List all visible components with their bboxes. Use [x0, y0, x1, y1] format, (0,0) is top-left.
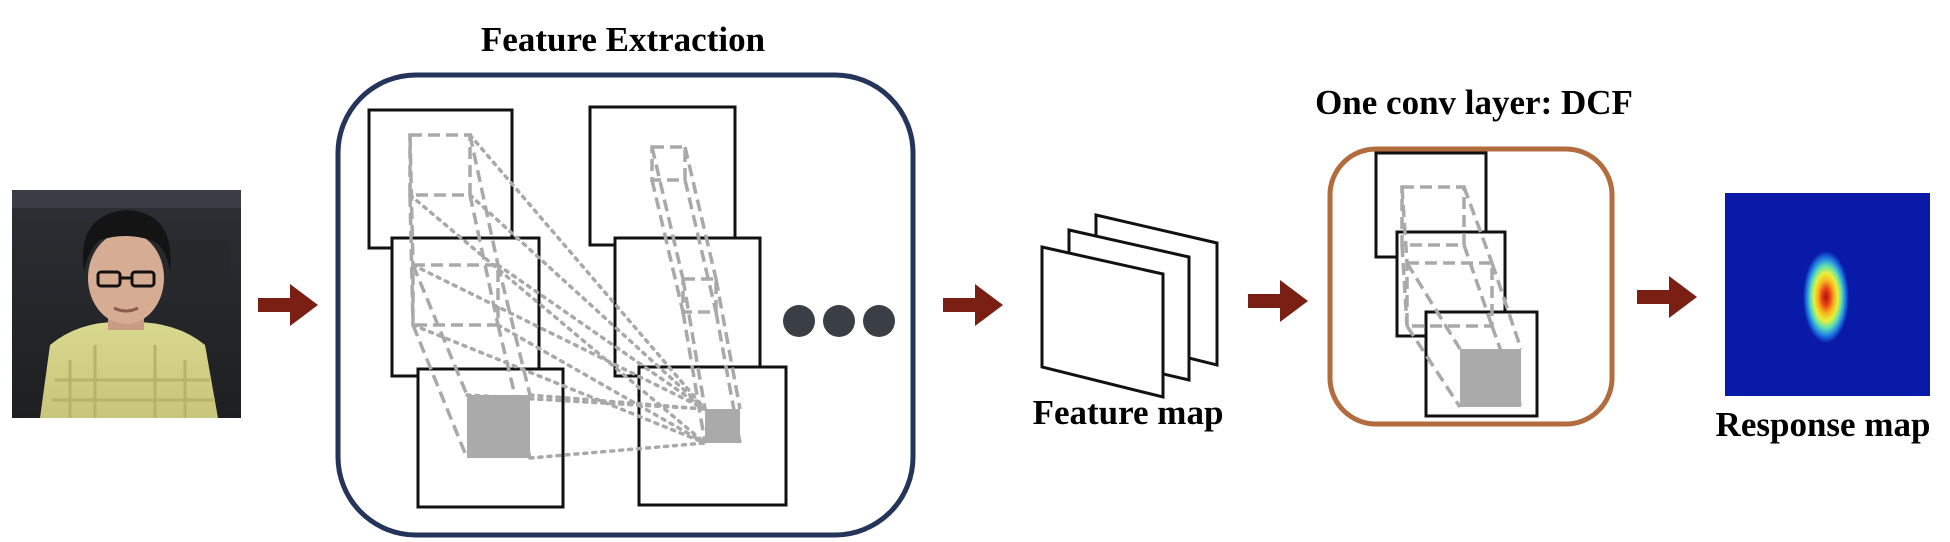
response-map-label: Response map — [1716, 405, 1931, 444]
dcf-filled-region — [1460, 349, 1521, 407]
feature-sheet-front — [1040, 245, 1165, 399]
dot-3 — [863, 305, 895, 337]
dot-2 — [823, 305, 855, 337]
arrow-3 — [1248, 280, 1308, 322]
input-image — [12, 190, 241, 418]
arrow-4 — [1637, 276, 1697, 318]
arrow-2 — [943, 284, 1003, 326]
feature-map-sheets — [1040, 213, 1219, 399]
response-peak — [1803, 251, 1849, 343]
feature-map-label: Feature map — [1033, 393, 1224, 432]
arrow-1 — [258, 284, 318, 326]
ellipsis-dots — [783, 305, 895, 337]
middle-receptive-fields — [650, 145, 742, 444]
middle-filled-region — [705, 409, 740, 443]
dcf-frame — [1327, 146, 1615, 427]
feature-extraction-frame — [335, 72, 916, 538]
response-map — [1725, 193, 1930, 396]
dot-1 — [783, 305, 815, 337]
left-filled-region — [467, 395, 530, 458]
dcf-title: One conv layer: DCF — [1315, 83, 1633, 122]
dotted-connections — [408, 133, 707, 460]
feature-extraction-title: Feature Extraction — [481, 20, 765, 59]
layer-left-2 — [390, 236, 541, 378]
